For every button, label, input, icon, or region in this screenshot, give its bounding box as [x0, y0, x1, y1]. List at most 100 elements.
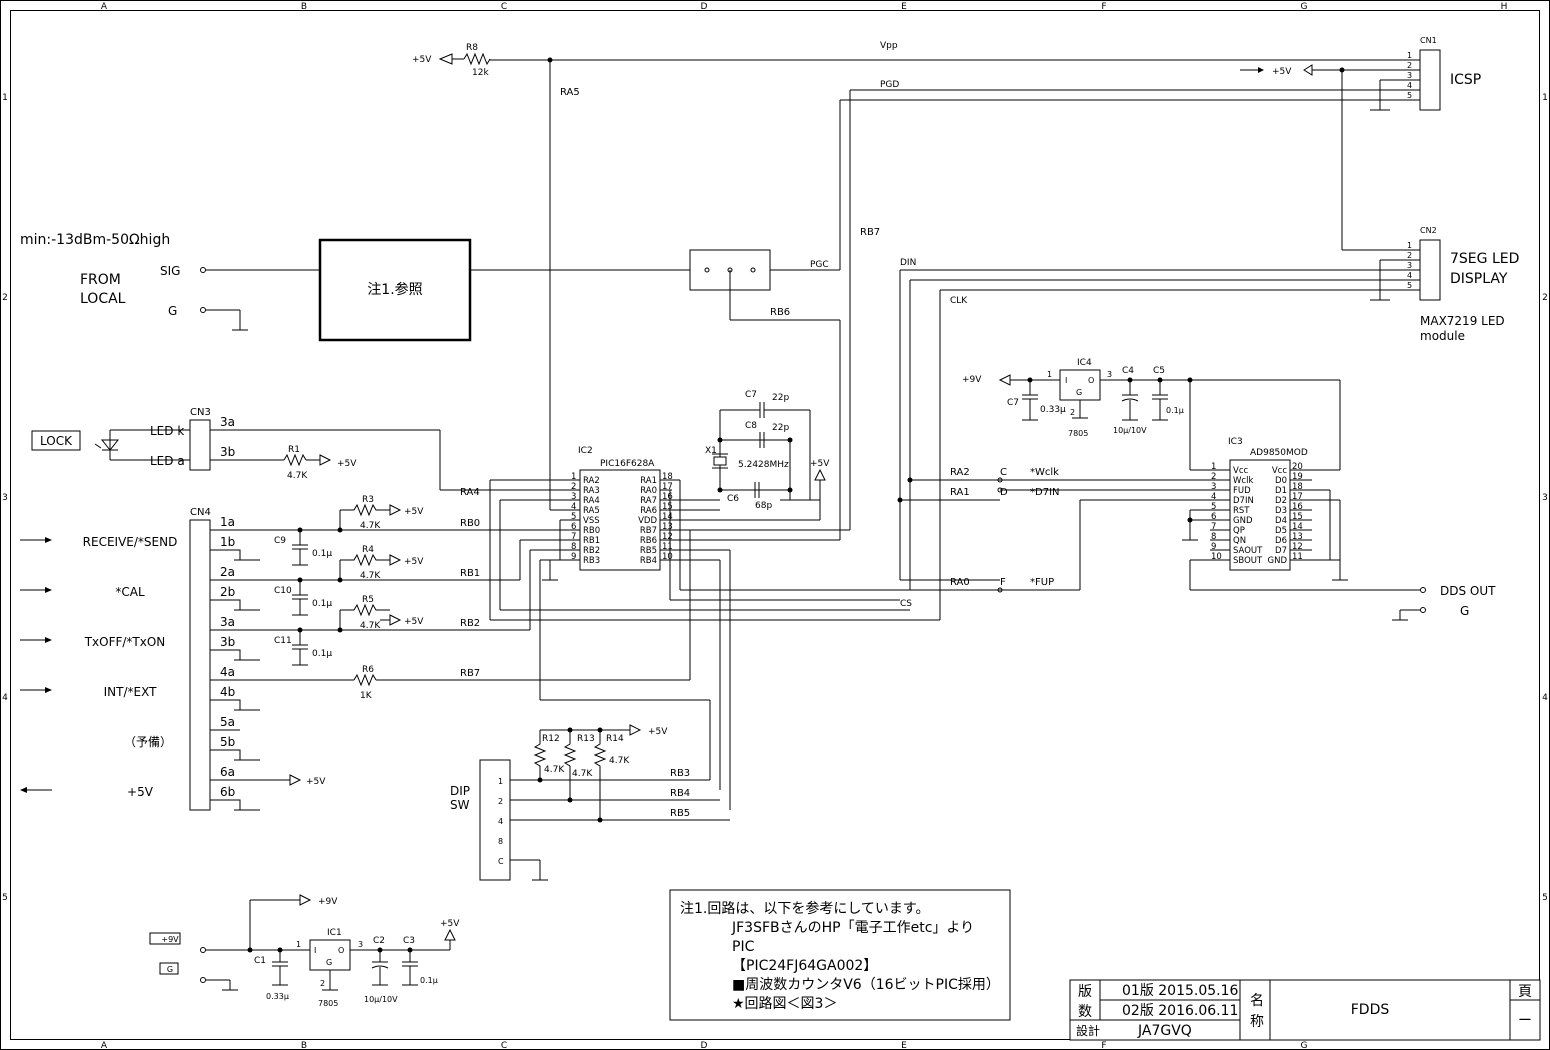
- svg-text:C4: C4: [1122, 366, 1134, 376]
- svg-text:0.1μ: 0.1μ: [420, 976, 438, 985]
- svg-text:10μ/10V: 10μ/10V: [1113, 426, 1147, 435]
- ic2-pin-number: 6: [571, 522, 576, 532]
- svg-text:D: D: [1000, 487, 1008, 498]
- svg-text:*Wclk: *Wclk: [1030, 467, 1059, 478]
- ic2-pin-name: RA6: [640, 506, 657, 516]
- ic3-pin-name: D7IN: [1233, 496, 1254, 506]
- svg-text:2: 2: [1407, 61, 1412, 70]
- plus9v-port-box: [149, 932, 181, 945]
- input-spec: min:-13dBm-50Ωhigh: [20, 232, 170, 248]
- ic3-pin-number: 15: [1292, 512, 1303, 522]
- ic3-pin-name: D3: [1275, 506, 1287, 516]
- col-label-c-bottom: C: [501, 1041, 507, 1050]
- ic3-name: IC3: [1228, 437, 1243, 447]
- ic3-pin-number: 17: [1292, 492, 1303, 502]
- cn4-signal-5: （予備）: [124, 734, 172, 749]
- svg-text:+9V: +9V: [962, 375, 982, 385]
- col-label-c: C: [501, 2, 507, 12]
- cn2-label-1: 7SEG LED: [1450, 251, 1519, 267]
- note-line-5: ■周波数カウンタV6（16ビットPIC採用）: [732, 977, 1000, 993]
- svg-text:0.1μ: 0.1μ: [312, 649, 332, 659]
- svg-text:6b: 6b: [220, 785, 235, 799]
- designer: JA7GVQ: [1137, 1023, 1192, 1039]
- svg-text:RB3: RB3: [670, 768, 690, 779]
- connector-cn4: CN4 1a 1b 2a 2b 3a 3b 4a 4b 5a 5b 6a 6b …: [20, 495, 691, 811]
- svg-text:G: G: [326, 958, 332, 967]
- ic2-pin-name: RA5: [583, 506, 600, 516]
- svg-text:RA0: RA0: [950, 577, 970, 588]
- ic2-pin-name: RA3: [583, 486, 600, 496]
- svg-text:2: 2: [1070, 408, 1075, 417]
- svg-text:4.7K: 4.7K: [609, 756, 630, 766]
- svg-text:0.33μ: 0.33μ: [266, 992, 289, 1001]
- svg-text:C3: C3: [403, 936, 415, 946]
- svg-text:RA1: RA1: [950, 487, 970, 498]
- ic3-pin-number: 3: [1211, 482, 1216, 492]
- svg-text:+5V: +5V: [337, 459, 357, 469]
- cn2-note-1: MAX7219 LED: [1420, 314, 1505, 328]
- svg-text:C10: C10: [274, 586, 292, 596]
- svg-text:4: 4: [498, 817, 503, 826]
- ic2-pin-number: 10: [662, 552, 673, 562]
- col-label-e: E: [901, 2, 907, 12]
- svg-text:4: 4: [1407, 271, 1412, 280]
- led-k-label: LED k: [150, 424, 184, 438]
- cn4-signal-1: RECEIVE/*SEND: [83, 535, 178, 549]
- revision-1: 01版 2015.05.16: [1122, 983, 1239, 999]
- svg-text:+5V: +5V: [648, 727, 668, 737]
- svg-text:5: 5: [1407, 91, 1412, 100]
- cn2-name: CN2: [1420, 226, 1437, 235]
- gnd-label: G: [168, 304, 177, 318]
- svg-text:+5V: +5V: [1272, 67, 1292, 77]
- svg-text:+9V: +9V: [161, 935, 179, 944]
- ic2-pin-name: RA1: [640, 476, 657, 486]
- ic2-pin-name: RA0: [640, 486, 657, 496]
- svg-text:C6: C6: [727, 494, 739, 504]
- svg-text:1: 1: [1407, 241, 1412, 250]
- row-label-3: 3: [2, 493, 8, 503]
- r8-value: 12k: [472, 68, 489, 78]
- svg-text:4.7K: 4.7K: [360, 621, 381, 631]
- net-rb1: RB1: [460, 568, 480, 579]
- net-rb6: RB6: [770, 307, 790, 318]
- svg-text:R6: R6: [362, 665, 374, 675]
- svg-text:7805: 7805: [318, 999, 338, 1008]
- net-clk: CLK: [950, 296, 968, 306]
- dds-out-label: DDS OUT: [1440, 584, 1496, 598]
- ic3-pin-number: 11: [1292, 552, 1303, 562]
- cn4-signal-6: +5V: [127, 785, 154, 799]
- grid-row-labels: 1 2 3 4 5 1 2 3 4 5: [2, 93, 1548, 903]
- svg-text:1K: 1K: [360, 691, 373, 701]
- svg-text:C: C: [498, 857, 504, 866]
- svg-text:5b: 5b: [220, 735, 235, 749]
- svg-text:R14: R14: [606, 734, 624, 744]
- net-din: DIN: [900, 258, 916, 268]
- svg-text:IC1: IC1: [327, 928, 342, 938]
- ic3-pin-name: D5: [1275, 526, 1287, 536]
- svg-text:R4: R4: [362, 545, 374, 555]
- svg-text:IC4: IC4: [1077, 358, 1092, 368]
- ic2-pin-number: 18: [662, 472, 673, 482]
- ic3-pin-name: D0: [1275, 476, 1287, 486]
- ic2-pin-number: 1: [571, 472, 576, 482]
- svg-text:+5V: +5V: [306, 777, 326, 787]
- svg-text:3: 3: [1407, 71, 1412, 80]
- ic2-pin-name: VSS: [583, 516, 600, 526]
- svg-text:3: 3: [1407, 261, 1412, 270]
- svg-text:2b: 2b: [220, 585, 235, 599]
- row-label-2-right: 2: [1542, 293, 1548, 303]
- ic2-pin-name: RB4: [640, 556, 657, 566]
- net-pgd: PGD: [880, 80, 899, 90]
- r8-name: R8: [466, 43, 478, 53]
- svg-text:2: 2: [498, 797, 503, 806]
- ic3-pin-number: 18: [1292, 482, 1303, 492]
- gnd-port-box: [159, 962, 179, 975]
- ic3-pin-number: 8: [1211, 532, 1216, 542]
- ic2-pin-number: 4: [571, 502, 576, 512]
- svg-text:I: I: [1065, 376, 1067, 385]
- ic3-pin-number: 20: [1292, 462, 1303, 472]
- cn1-label: ICSP: [1450, 72, 1481, 88]
- ic3-pin-name: RST: [1233, 506, 1250, 516]
- note-line-1: 注1.回路は、以下を参考にしています。: [680, 900, 930, 917]
